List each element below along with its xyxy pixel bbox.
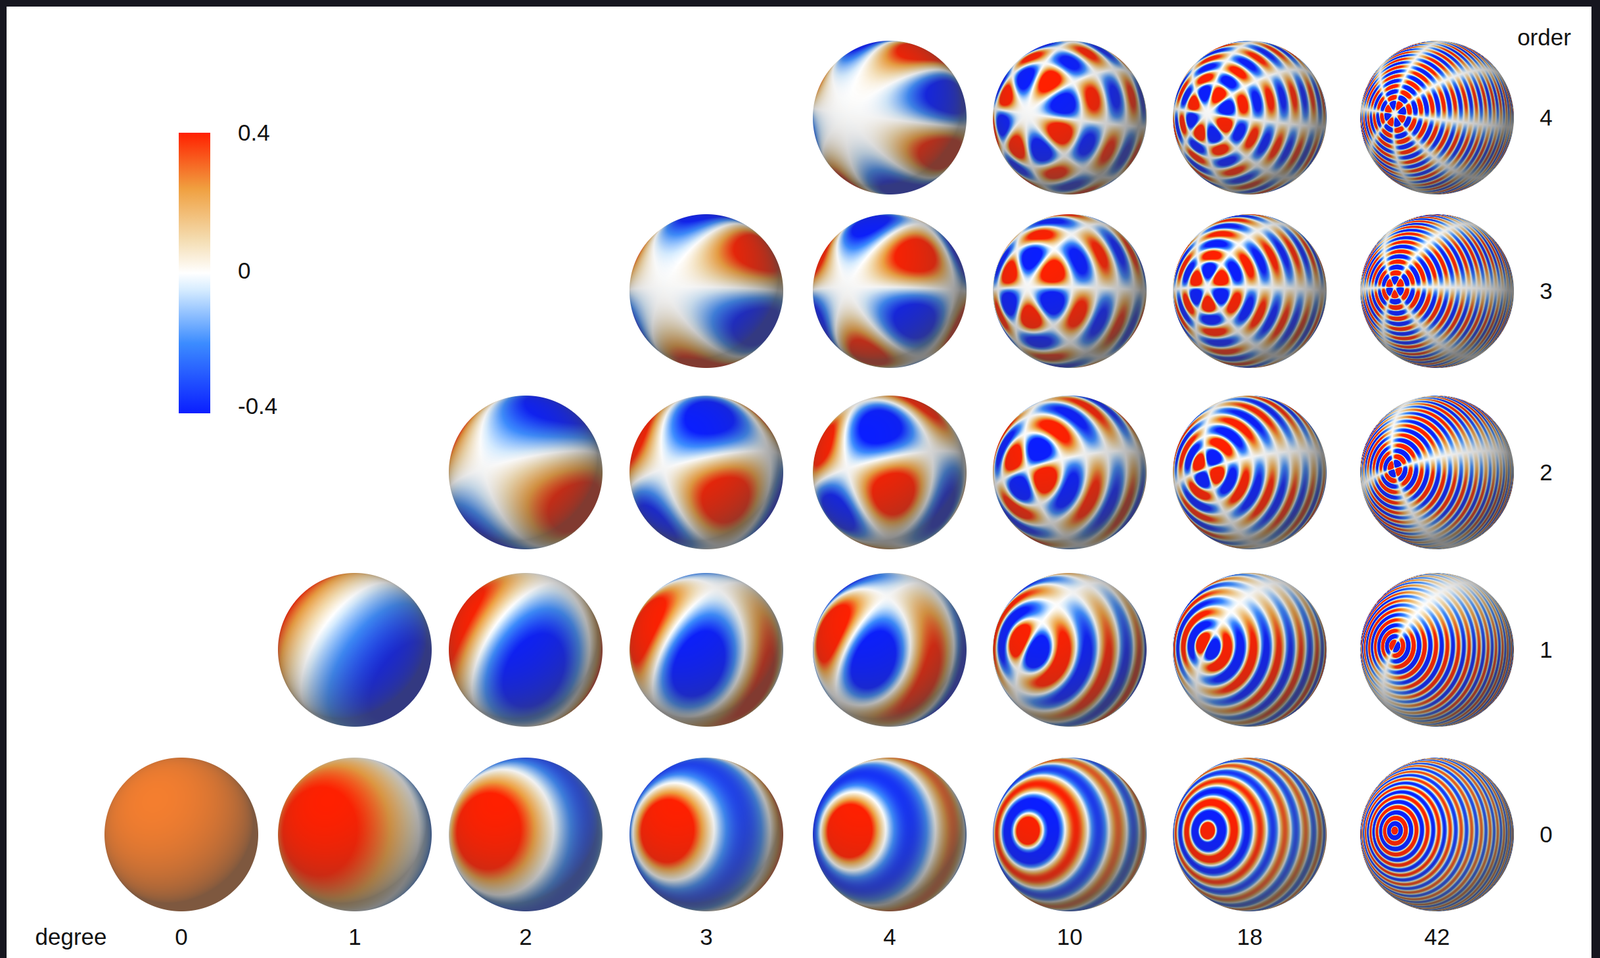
- harmonic-sphere: [1171, 571, 1328, 729]
- axis-number: 42: [1424, 924, 1451, 951]
- harmonic-sphere: [1358, 571, 1516, 729]
- harmonic-sphere: [276, 756, 434, 913]
- harmonic-sphere: [276, 571, 434, 729]
- axis-number: 2: [519, 924, 532, 951]
- axis-title: degree: [35, 924, 108, 951]
- colorbar: [178, 132, 211, 414]
- harmonic-sphere: [991, 394, 1148, 551]
- harmonic-sphere: [1358, 212, 1516, 370]
- axis-number: 4: [883, 924, 896, 951]
- axis-number: 18: [1237, 924, 1263, 951]
- harmonic-sphere: [1171, 39, 1328, 196]
- harmonic-sphere: [1358, 394, 1516, 551]
- sphere-group: [103, 39, 1516, 913]
- axis-number: 0: [1539, 822, 1553, 848]
- axis-number: 2: [1539, 459, 1553, 486]
- axis-number: 0: [174, 924, 188, 951]
- harmonic-sphere: [447, 571, 604, 729]
- harmonic-sphere: [628, 571, 785, 729]
- harmonic-sphere: [991, 212, 1148, 370]
- harmonic-sphere: [447, 756, 604, 913]
- harmonic-sphere: [447, 394, 604, 551]
- axis-number: 4: [1539, 105, 1553, 131]
- harmonic-sphere: [991, 756, 1148, 913]
- harmonic-sphere: [1171, 212, 1328, 370]
- axis-number: 3: [1539, 278, 1553, 305]
- harmonic-sphere: [811, 39, 968, 196]
- harmonic-sphere: [811, 756, 968, 913]
- axis-number: 3: [699, 924, 713, 951]
- harmonic-sphere: [1358, 756, 1516, 913]
- colorbar-value: 0: [237, 258, 251, 284]
- harmonic-sphere: [628, 756, 785, 913]
- harmonic-sphere: [811, 212, 968, 370]
- colorbar-value: 0.4: [237, 120, 271, 146]
- axis-number: 1: [1539, 637, 1553, 663]
- harmonic-sphere: [991, 571, 1148, 729]
- harmonic-sphere: [1171, 394, 1328, 551]
- harmonic-sphere: [103, 756, 260, 913]
- harmonic-sphere: [991, 39, 1148, 196]
- harmonic-sphere: [628, 212, 785, 370]
- axis-title: order: [1517, 24, 1572, 51]
- harmonic-sphere: [811, 571, 968, 729]
- axis-number: 1: [348, 924, 361, 951]
- harmonic-sphere: [628, 394, 785, 551]
- colorbar-value: -0.4: [237, 393, 278, 420]
- harmonic-sphere: [1171, 756, 1328, 913]
- white-panel: [6, 6, 1592, 958]
- harmonic-sphere: [1358, 39, 1516, 196]
- axis-number: 10: [1057, 924, 1083, 951]
- harmonic-sphere: [811, 394, 968, 551]
